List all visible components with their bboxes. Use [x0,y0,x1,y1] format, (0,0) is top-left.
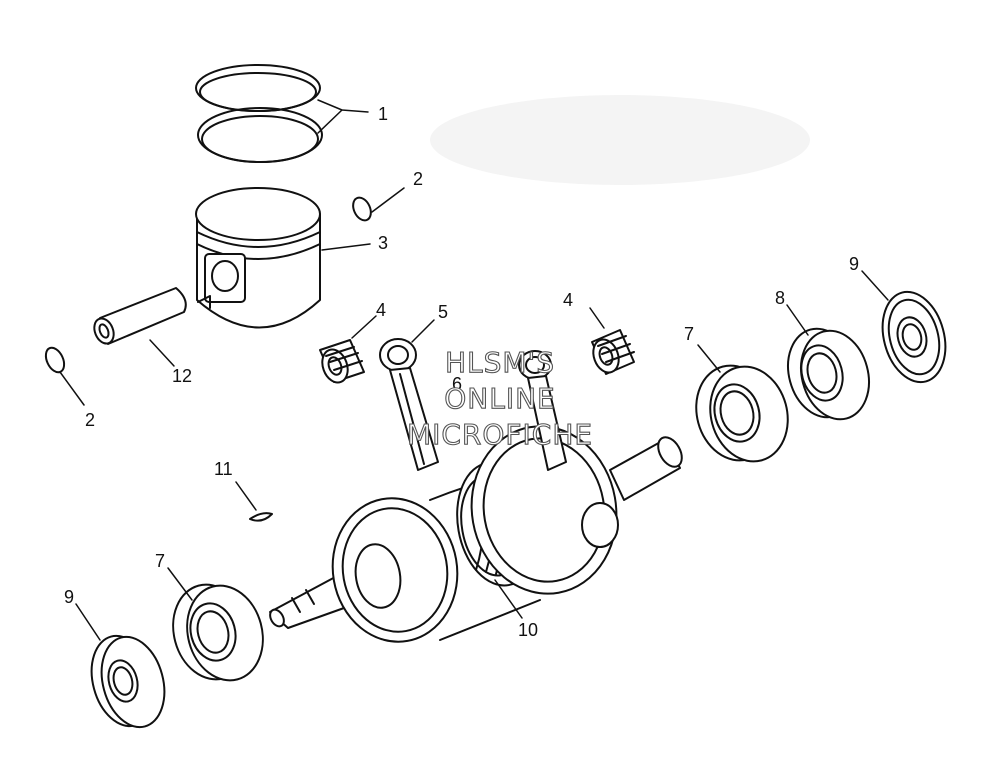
callout-7-left: 7 [155,551,165,571]
connecting-rod [379,338,439,471]
crankshaft [269,425,683,643]
callout-2-lower: 2 [85,410,95,430]
bearing-8 [787,327,870,421]
callout-8: 8 [775,288,785,308]
callout-1: 1 [378,104,388,124]
callout-6: 6 [452,374,462,394]
callout-11: 11 [214,459,233,479]
ball-bearing-right [695,364,789,463]
callout-5: 5 [438,302,448,322]
needle-bearing-left [319,339,365,384]
circlip-upper [352,196,372,222]
oil-seal-left [90,634,166,729]
callout-9-left: 9 [64,587,74,607]
piston-pin [93,287,187,345]
background-smudge [430,95,810,185]
watermark-line-2: ONLINE [444,382,555,415]
circlip-lower [44,346,66,374]
oil-seal-right [881,290,947,384]
callout-10: 10 [518,620,538,640]
ball-bearing-left [172,583,264,682]
callout-9-right: 9 [849,254,859,274]
callout-7-right: 7 [684,324,694,344]
callout-labels: 1 2 3 4 5 4 6 7 8 9 2 12 11 7 9 10 [64,104,859,640]
callout-4-right: 4 [563,290,573,310]
leader-lines [59,99,889,641]
callout-4-left: 4 [376,300,386,320]
callout-3: 3 [378,233,388,253]
piston-rings [195,64,323,163]
watermark-line-3: MICROFICHE [407,418,593,451]
woodruff-key [249,512,273,522]
needle-bearing-right [591,329,635,375]
callout-12: 12 [172,366,192,386]
connecting-rod-rear [518,350,567,471]
watermark: HLSM'S ONLINE MICROFICHE [406,345,593,451]
piston [195,187,321,329]
watermark-line-1: HLSM'S [445,346,555,379]
callout-2-upper: 2 [413,169,423,189]
